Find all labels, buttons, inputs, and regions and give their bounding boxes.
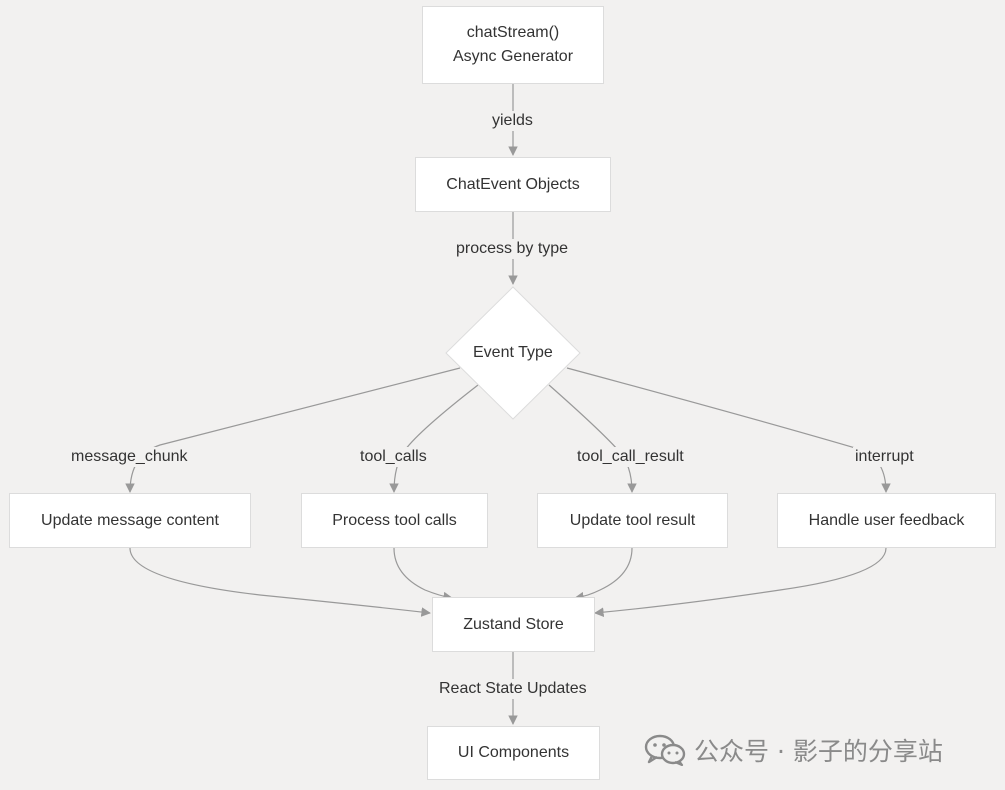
chatstream-title: chatStream() [466, 24, 560, 41]
edge-process-tools-to-zustand [393, 547, 453, 602]
handle-feedback-node: Handle user feedback [777, 493, 996, 548]
ui-components-node: UI Components [427, 726, 600, 780]
chatstream-subtitle: Async Generator [452, 48, 574, 65]
edge-eventtype-to-update-message [125, 367, 461, 493]
event-type-label: Event Type [473, 344, 553, 361]
chatstream-node: chatStream() Async Generator [422, 6, 604, 84]
process-tools-node: Process tool calls [301, 493, 488, 548]
decision-diamond [445, 286, 581, 420]
watermark-text: 公众号 · 影子的分享站 [694, 737, 943, 766]
edge-eventtype-to-process-tools [389, 384, 479, 493]
edge-label-tool-calls: tool_calls [358, 447, 429, 467]
edge-eventtype-to-handle-feedback [566, 367, 891, 493]
zustand-store-node: Zustand Store [432, 597, 595, 652]
wechat-icon [644, 734, 686, 766]
edge-update-message-to-zustand [129, 547, 431, 617]
edge-label-message-chunk: message_chunk [69, 447, 190, 467]
edge-label-process-by-type: process by type [454, 239, 571, 259]
chatevent-node: ChatEvent Objects [415, 157, 611, 212]
edge-handle-feedback-to-zustand [594, 547, 887, 617]
update-message-node: Update message content [9, 493, 251, 548]
edge-label-tool-call-result: tool_call_result [575, 447, 686, 467]
edge-update-tool-result-to-zustand [574, 547, 633, 602]
edge-label-react-state-updates: React State Updates [437, 679, 589, 699]
update-tool-result-node: Update tool result [537, 493, 728, 548]
edge-eventtype-to-update-tool-result [548, 384, 637, 493]
edge-label-interrupt: interrupt [853, 447, 916, 467]
watermark: 公众号 · 影子的分享站 [644, 730, 943, 770]
edge-label-yields: yields [490, 111, 535, 131]
